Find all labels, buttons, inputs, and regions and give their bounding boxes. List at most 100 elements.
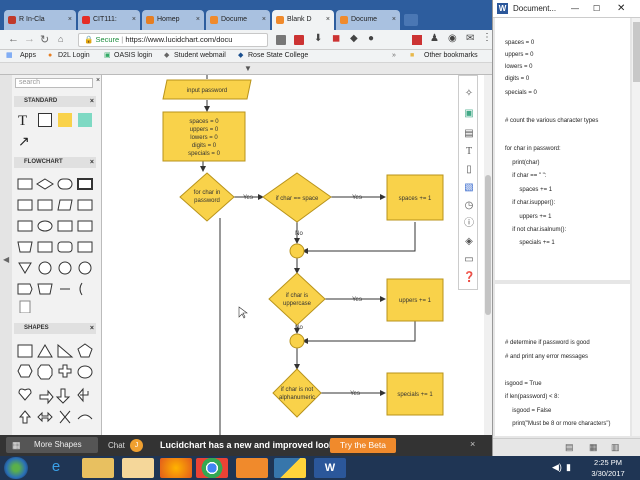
extension-icon[interactable]: ♟ (430, 33, 439, 44)
maximize-icon[interactable]: ☐ (593, 4, 601, 13)
document-line: if not char.isalnum(): (512, 227, 567, 233)
close-icon[interactable]: × (391, 16, 396, 23)
extension-icon[interactable]: ◉ (448, 33, 457, 44)
collapse-toolbar-icon[interactable]: ▼ (244, 64, 252, 73)
close-icon[interactable]: × (89, 98, 94, 105)
close-icon[interactable]: × (89, 325, 94, 332)
close-icon[interactable]: × (96, 77, 101, 84)
text-icon[interactable]: T (465, 146, 473, 157)
minimize-icon[interactable]: — (571, 4, 579, 13)
tab-document-2[interactable]: Docume× (336, 10, 400, 30)
folder-icon: ■ (410, 52, 415, 59)
back-icon[interactable]: ← (8, 33, 19, 45)
bookmark-rose-state[interactable]: Rose State College (248, 52, 309, 59)
more-shapes-button[interactable]: ▦ More Shapes (6, 437, 98, 453)
try-beta-button[interactable]: Try the Beta (330, 438, 396, 453)
rectangle-tool-icon[interactable] (38, 113, 52, 127)
bookmark-d2l[interactable]: D2L Login (58, 52, 90, 59)
text-tool-icon[interactable]: T (18, 113, 28, 129)
folder-icon[interactable] (122, 458, 154, 478)
presentation-icon[interactable]: ▭ (464, 254, 474, 265)
tab-document[interactable]: Docume× (206, 10, 270, 30)
diagram-canvas[interactable]: input password spaces = 0 uppers = 0 low… (103, 75, 463, 435)
read-mode-icon[interactable]: ▤ (565, 442, 574, 452)
bookmark-other[interactable]: Other bookmarks (424, 52, 478, 59)
file-explorer-icon[interactable] (82, 458, 114, 478)
volume-icon[interactable]: ◀) (552, 462, 562, 472)
theme-icon[interactable]: ✧ (464, 88, 474, 99)
history-icon[interactable]: ◷ (464, 200, 474, 211)
bookmark-oasis[interactable]: OASIS login (114, 52, 153, 59)
info-icon[interactable]: ⓘ (464, 218, 474, 229)
close-icon[interactable]: × (131, 16, 136, 23)
chat-button[interactable]: Chat (108, 441, 125, 450)
word-taskbar-icon[interactable]: W (314, 458, 346, 478)
page-icon[interactable]: ▤ (464, 128, 474, 139)
block-tool-icon[interactable] (78, 113, 92, 127)
close-icon[interactable]: × (470, 439, 476, 449)
vertical-scrollbar[interactable] (484, 75, 492, 435)
bookmark-webmail[interactable]: Student webmail (174, 52, 226, 59)
close-icon[interactable]: × (89, 159, 94, 166)
network-icon[interactable]: ▮ (566, 462, 571, 472)
format-icon[interactable]: ▧ (464, 182, 474, 193)
scroll-thumb[interactable] (485, 175, 491, 315)
apps-icon[interactable]: ▦ (6, 52, 13, 59)
tab-blank-diagram[interactable]: Blank D× (272, 10, 334, 30)
print-layout-icon[interactable]: ▦ (589, 442, 598, 452)
scroll-thumb[interactable] (633, 22, 640, 82)
bookmark-apps[interactable]: Apps (20, 52, 36, 59)
new-tab-button[interactable] (404, 14, 418, 26)
decision-shape-icon (36, 178, 54, 190)
document-line: isgood = False (512, 408, 552, 414)
internet-explorer-icon[interactable]: e (51, 458, 61, 475)
collapse-panel-icon[interactable]: ◀ (3, 255, 10, 264)
close-icon[interactable]: × (261, 16, 266, 23)
start-button[interactable] (4, 457, 28, 479)
web-layout-icon[interactable]: ▥ (611, 442, 620, 452)
word-status-bar: ▤ ▦ ▥ (493, 438, 640, 456)
extension-icon[interactable]: ✉ (466, 33, 475, 44)
section-standard[interactable]: STANDARD× (14, 96, 96, 107)
document-page[interactable]: # determine if password is good# and pri… (495, 284, 630, 436)
cross-shape-icon (58, 364, 72, 378)
menu-icon[interactable]: ⋮ (482, 32, 492, 43)
close-icon[interactable]: ✕ (617, 3, 626, 14)
uppers-inc-label: uppers += 1 (399, 298, 432, 304)
document-icon[interactable]: ▯ (466, 164, 472, 175)
close-icon[interactable]: × (195, 16, 200, 23)
help-icon[interactable]: ❓ (463, 272, 476, 283)
fill-icon[interactable]: ▣ (464, 108, 474, 119)
tab-cit111[interactable]: CIT111:× (78, 10, 140, 30)
firefox-icon[interactable] (160, 458, 192, 478)
tab-homepage[interactable]: Homep× (142, 10, 204, 30)
url-field[interactable]: 🔒 Secure | https://www.lucidchart.com/do… (78, 33, 268, 47)
chrome-icon[interactable] (196, 458, 228, 478)
bookmark-icon: ◆ (164, 52, 170, 59)
extension-icon[interactable] (294, 35, 304, 45)
close-icon[interactable]: × (67, 16, 72, 23)
extension-icon[interactable]: ● (368, 33, 375, 44)
line-tool-icon[interactable]: ↗ (18, 133, 30, 149)
close-icon[interactable]: × (325, 16, 330, 23)
layers-icon[interactable]: ◈ (465, 236, 473, 247)
system-clock[interactable]: 2:25 PM 3/30/2017 (580, 457, 636, 479)
more-bookmarks-icon[interactable]: » (392, 52, 396, 59)
download-icon[interactable]: ⬇ (314, 33, 323, 44)
reload-icon[interactable]: ↻ (40, 34, 50, 46)
extension-icon[interactable]: ◼ (332, 33, 341, 44)
forward-icon[interactable]: → (24, 33, 35, 45)
home-icon[interactable]: ⌂ (58, 34, 64, 44)
extension-icon[interactable] (276, 35, 286, 45)
lucidchart-icon[interactable] (236, 458, 268, 478)
word-scrollbar[interactable] (632, 18, 640, 436)
section-flowchart[interactable]: FLOWCHART× (14, 157, 96, 168)
tab-r-in-class[interactable]: R In-Cla× (4, 10, 76, 30)
extension-icon[interactable] (412, 35, 422, 45)
section-shapes[interactable]: SHAPES× (14, 323, 96, 334)
shape-search-input[interactable]: search (15, 78, 93, 88)
note-tool-icon[interactable] (58, 113, 72, 127)
python-icon[interactable] (274, 458, 306, 478)
extension-icon[interactable]: ◆ (350, 33, 358, 44)
